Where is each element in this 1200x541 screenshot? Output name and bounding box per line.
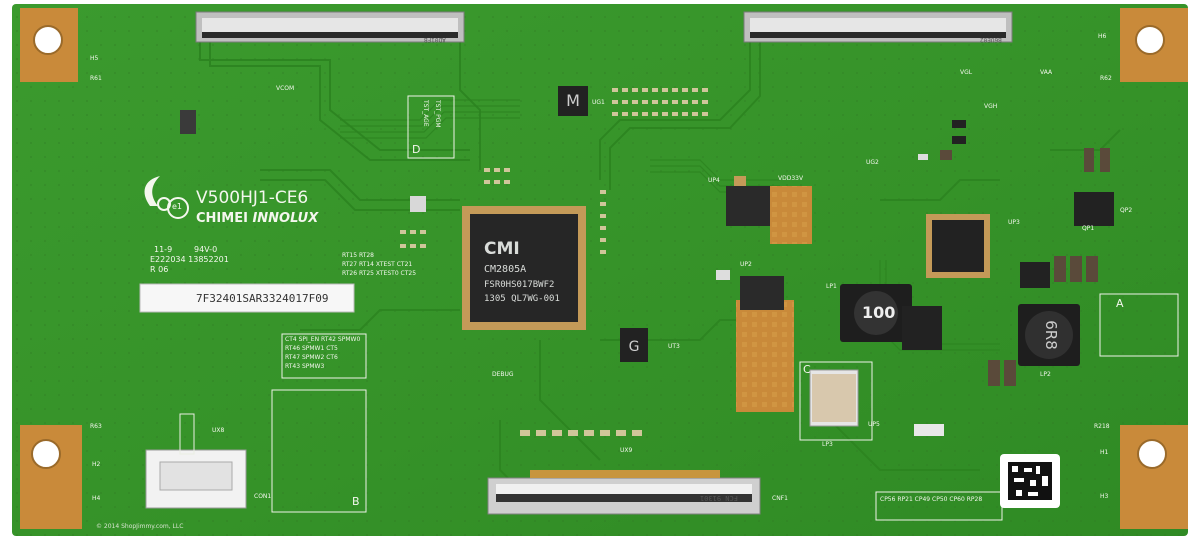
corner-h4: H4 [92, 495, 101, 502]
d-box-line-1: TST_AGE [422, 100, 429, 127]
inductor-100 [840, 284, 912, 342]
misc-vgh: VGH [984, 103, 998, 110]
logo-mark-text: e1 [172, 202, 183, 211]
top-right-connector [743, 11, 1013, 43]
misc-vgl: VGL [960, 69, 973, 76]
brand-logo-mark [144, 176, 189, 219]
inductor-6r8-label: 6R8 [1041, 320, 1060, 350]
smd-array [400, 88, 708, 436]
misc-up4: UP4 [708, 177, 720, 184]
misc-lp1: LP1 [826, 283, 837, 290]
misc-vcom: VCOM [276, 85, 295, 92]
ref-group-8: CP56 RP21 CP49 CP50 CP60 RP28 [880, 496, 983, 503]
chip-line-3: 1305 QL7WG-001 [484, 294, 560, 304]
d-box-line-2: TST_PGM [434, 100, 441, 128]
misc-cnf1: CNF1 [772, 495, 788, 502]
misc-r63: R63 [90, 423, 102, 430]
misc-lp3: LP3 [822, 441, 833, 448]
misc-up3: UP3 [1008, 219, 1020, 226]
con1-connector [145, 413, 247, 509]
chip-line-1: CM2805A [484, 264, 527, 275]
misc-qp1: QP1 [1082, 225, 1095, 232]
top-right-connector-label: B6UE02 [980, 36, 1002, 43]
a-box-letter: A [1116, 297, 1124, 310]
misc-ug1: UG1 [592, 99, 605, 106]
misc-qp2: QP2 [1120, 207, 1133, 214]
ref-group-2: RT46 SPMW1 CT5 [285, 345, 338, 352]
chip-line-2: FSR0HS017BWF2 [484, 280, 555, 290]
silkscreen-boxes [271, 95, 1179, 521]
brand-name: CHIMEI INNOLUX [196, 212, 318, 225]
ref-group-1: CT4 SPI_EN RT42 SPMW0 [285, 336, 361, 343]
ref-group-3: RT47 SPMW2 CT6 [285, 354, 338, 361]
passive-components [180, 110, 1110, 436]
chip-qp2 [1074, 192, 1114, 226]
misc-debug: DEBUG [492, 371, 514, 378]
misc-r61: R61 [90, 75, 102, 82]
inductor-6r8 [1018, 304, 1080, 366]
ul-line-3: R 06 [150, 265, 169, 274]
main-tcon-chip [462, 206, 586, 330]
ul-line-1: 94V-0 [194, 245, 218, 254]
mounting-pads [20, 8, 1188, 529]
misc-ux9: UX9 [620, 447, 633, 454]
chip-g [620, 328, 648, 362]
svg-text:M: M [566, 91, 580, 110]
corner-h2: H2 [92, 461, 101, 468]
copper-pours [736, 186, 812, 412]
c-box-letter: C [803, 363, 811, 376]
board-model: V500HJ1-CE6 [196, 188, 309, 208]
b-box-letter: B [352, 495, 360, 508]
corner-h6: H6 [1098, 33, 1107, 40]
inductor-100-label: 100 [862, 303, 896, 322]
copyright-text: © 2014 ShopJimmy.com, LLC [96, 523, 184, 530]
misc-vdd33v: VDD33V [778, 175, 804, 182]
chip-right-qfn [926, 214, 990, 278]
misc-up2: UP2 [740, 261, 752, 268]
ul-line-2: E222034 13852201 [150, 255, 229, 264]
misc-ux8: UX8 [212, 427, 225, 434]
misc-ut3: UT3 [668, 343, 680, 350]
bottom-connector [487, 470, 761, 515]
chip-logo: CMI [484, 239, 520, 259]
ref-group-4: RT43 SPMW3 [285, 363, 325, 370]
datamatrix-label [1000, 454, 1060, 508]
corner-h1: H1 [1100, 449, 1109, 456]
svg-text:G: G [629, 339, 640, 355]
brand-innolux: INNOLUX [252, 211, 319, 226]
ref-group-7: RT26 RT25 XTEST0 CT25 [342, 270, 417, 277]
misc-up5: UP5 [868, 421, 880, 428]
misc-con1: CON1 [254, 493, 272, 500]
ref-group-5: RT15 RT28 [342, 252, 374, 259]
sticker-serial: 7F32401SAR3324017F09 [196, 292, 329, 305]
misc-lp2: LP2 [1040, 371, 1051, 378]
corner-h5: H5 [90, 55, 99, 62]
top-left-connector-label: AD01FB [424, 36, 446, 43]
misc-r62: R62 [1100, 75, 1112, 82]
corner-h3: H3 [1100, 493, 1109, 500]
d-box-letter: D [412, 143, 421, 156]
top-left-connector [195, 11, 465, 43]
serial-sticker [139, 283, 355, 313]
misc-r218: R218 [1094, 423, 1110, 430]
regulator-up2 [740, 276, 784, 310]
chip-ug1 [558, 86, 588, 116]
ref-group-6: RT27 RT14 XTEST CT21 [342, 261, 413, 268]
misc-vaa: VAA [1040, 69, 1053, 76]
bottom-connector-label: FCN 91301 [700, 494, 738, 502]
misc-ug2: UG2 [866, 159, 879, 166]
brand-chimei: CHIMEI [196, 211, 248, 226]
ul-date: 11-9 [154, 245, 173, 254]
